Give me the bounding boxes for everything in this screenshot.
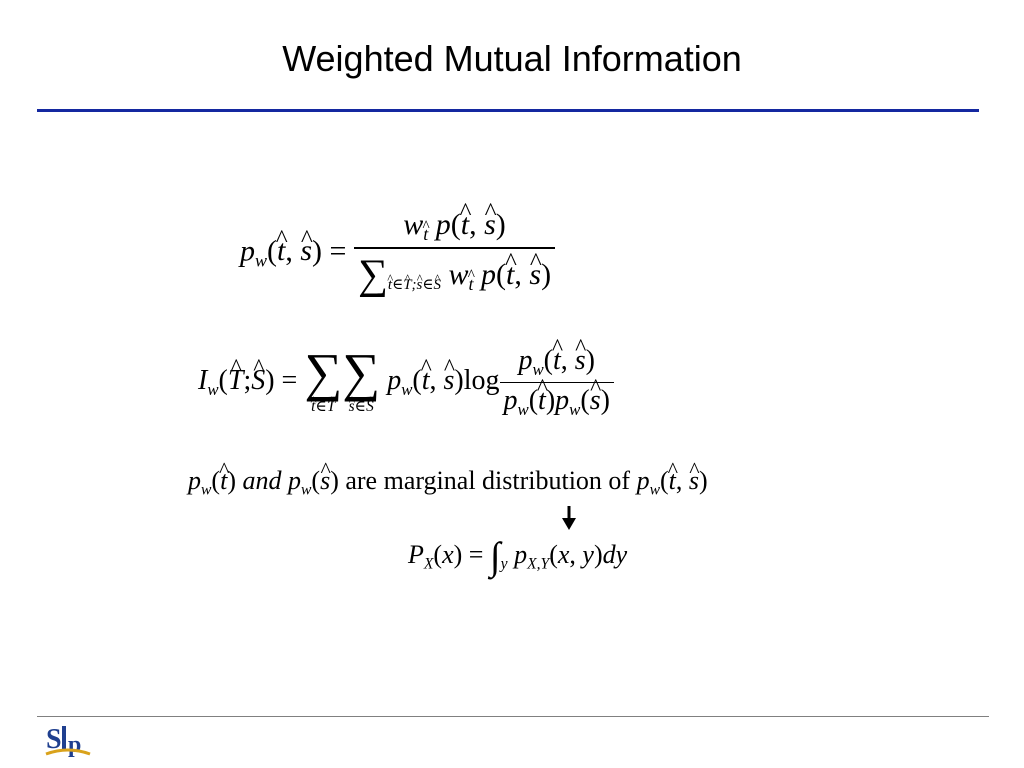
log-fraction: pw(t, s) pw(t)pw(s) [499, 345, 614, 420]
log-operator: log [463, 365, 500, 397]
fraction-numerator: wt p(t, s) [354, 208, 555, 247]
slide-title: Weighted Mutual Information [282, 38, 742, 79]
log-fraction-bar [499, 381, 614, 384]
fraction-denominator: ∑t∈T;s∈S wt p(t, s) [354, 249, 555, 299]
weighted-mutual-information-formula: Iw(T;S) = ∑t∈T∑s∈S pw(t, s)log pw(t, s) … [198, 345, 614, 420]
marginal-phrase: are marginal distribution of [345, 466, 631, 495]
weighted-probability-formula: pw(t, s) = wt p(t, s) ∑t∈T;s∈S wt p(t, s… [240, 208, 556, 299]
log-denominator: pw(t)pw(s) [500, 383, 614, 420]
title-divider [37, 109, 979, 112]
marginal-integral-formula: PX(x) = ∫y pX,Y(x, y)dy [408, 535, 628, 578]
down-arrow-icon [562, 506, 576, 530]
log-numerator: pw(t, s) [500, 345, 614, 382]
marginal-statement: pw(t) and pw(s) are marginal distributio… [188, 466, 708, 499]
and-word: and [242, 466, 282, 495]
title-divider-line [37, 109, 979, 112]
slp-logo-icon: S p [45, 724, 91, 758]
weighted-probability-fraction: wt p(t, s) ∑t∈T;s∈S wt p(t, s) [353, 208, 556, 299]
fraction-bar [353, 247, 556, 249]
footer-divider-line [37, 716, 989, 717]
sum-over-s: ∑s∈S [342, 346, 380, 416]
footer-divider [37, 716, 989, 717]
sum-over-t: ∑t∈T [304, 346, 342, 416]
svg-text:S: S [46, 724, 62, 755]
svg-text:p: p [68, 732, 81, 758]
